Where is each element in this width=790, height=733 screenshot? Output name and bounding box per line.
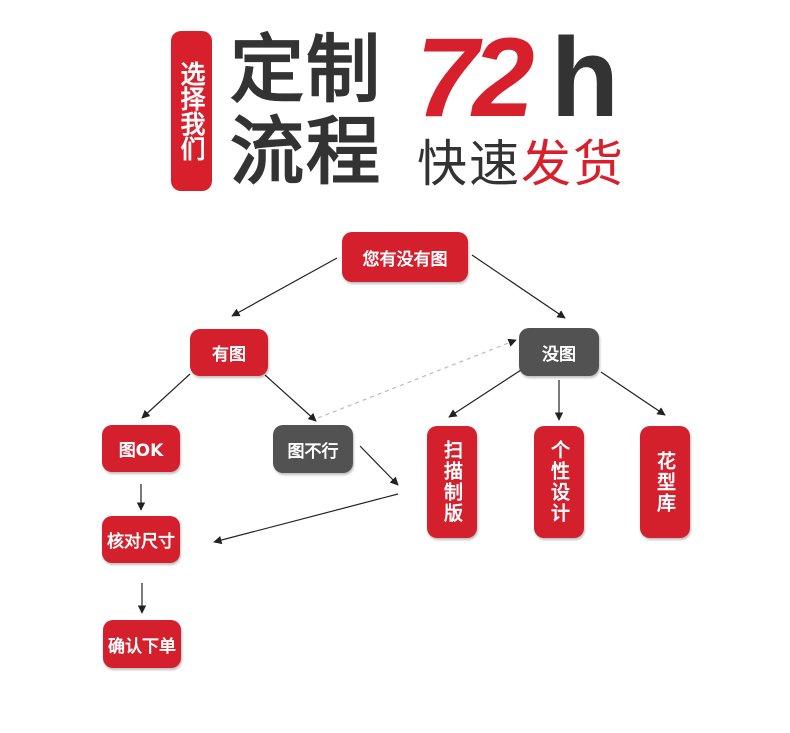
hours-number: 72 [416, 15, 535, 140]
node-no-image: 没图 [519, 328, 599, 376]
node-custom-design: 个性设计 [534, 426, 584, 538]
subtitle-accent: 发货 [521, 135, 625, 193]
node-pattern-library: 花型库 [640, 426, 690, 538]
arrow-none-scan [448, 369, 522, 418]
arrow-bad-scan [359, 445, 399, 486]
arrow-scan-check [213, 493, 399, 545]
arrow-none-library [600, 371, 666, 416]
headline-process: 流程 [230, 109, 382, 195]
node-confirm-order: 确认下单 [103, 620, 181, 668]
node-image-not-usable: 图不行 [273, 425, 353, 473]
arrow-has-bad [264, 374, 317, 422]
arrow-has-ok [141, 373, 191, 419]
node-has-image: 有图 [190, 329, 268, 376]
headline-custom: 定制 [230, 27, 382, 113]
node-have-image-question: 您有没有图 [342, 232, 468, 282]
subtitle-plain: 快速 [417, 135, 521, 193]
arrow-root-none [471, 254, 566, 319]
arrow-bad-none-dashed [317, 338, 517, 419]
subtitle: 快速发货 [417, 136, 625, 192]
arrow-root-has [231, 257, 338, 317]
node-check-size: 核对尺寸 [102, 516, 180, 563]
choose-us-tag: 选择我们 [171, 31, 212, 191]
node-scan-plate: 扫描制版 [427, 426, 477, 538]
node-image-ok: 图OK [102, 425, 180, 472]
hours-unit: h [550, 15, 619, 140]
